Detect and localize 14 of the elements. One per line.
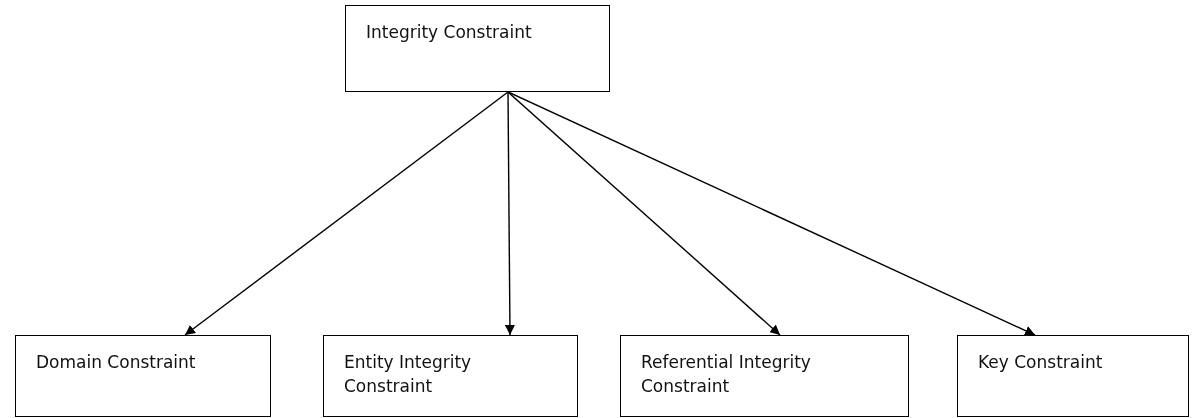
arrow [184, 91, 509, 336]
process-box [620, 335, 909, 417]
arrow [504, 91, 515, 336]
arrow [507, 91, 781, 336]
node-label: Integrity Constraint [366, 21, 532, 44]
process-box [323, 335, 578, 417]
arrow [507, 91, 1036, 336]
process-box [15, 335, 271, 417]
node-label: Entity Integrity Constraint [344, 351, 473, 398]
node-label: Referential Integrity Constraint [641, 351, 812, 398]
process-box [957, 335, 1189, 417]
process-box [345, 5, 610, 92]
node-label: Key Constraint [978, 351, 1103, 374]
node-label: Domain Constraint [36, 351, 196, 374]
